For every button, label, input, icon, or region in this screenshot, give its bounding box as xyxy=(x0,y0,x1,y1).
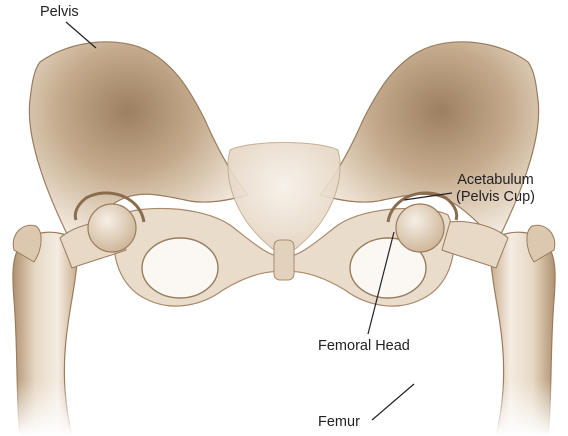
bottom-fade xyxy=(0,380,568,436)
acetabulum-label: Acetabulum (Pelvis Cup) xyxy=(456,172,535,206)
right-femoral-head xyxy=(396,204,444,252)
pelvis-label: Pelvis xyxy=(40,4,79,21)
acetabulum-label-line1: Acetabulum xyxy=(456,172,535,189)
left-femoral-head xyxy=(88,204,136,252)
left-obturator-foramen xyxy=(142,238,218,298)
acetabulum-label-line2: (Pelvis Cup) xyxy=(456,189,535,206)
femoral-head-label: Femoral Head xyxy=(318,338,410,355)
pubic-symphysis xyxy=(274,240,294,280)
femur-label: Femur xyxy=(318,414,360,431)
